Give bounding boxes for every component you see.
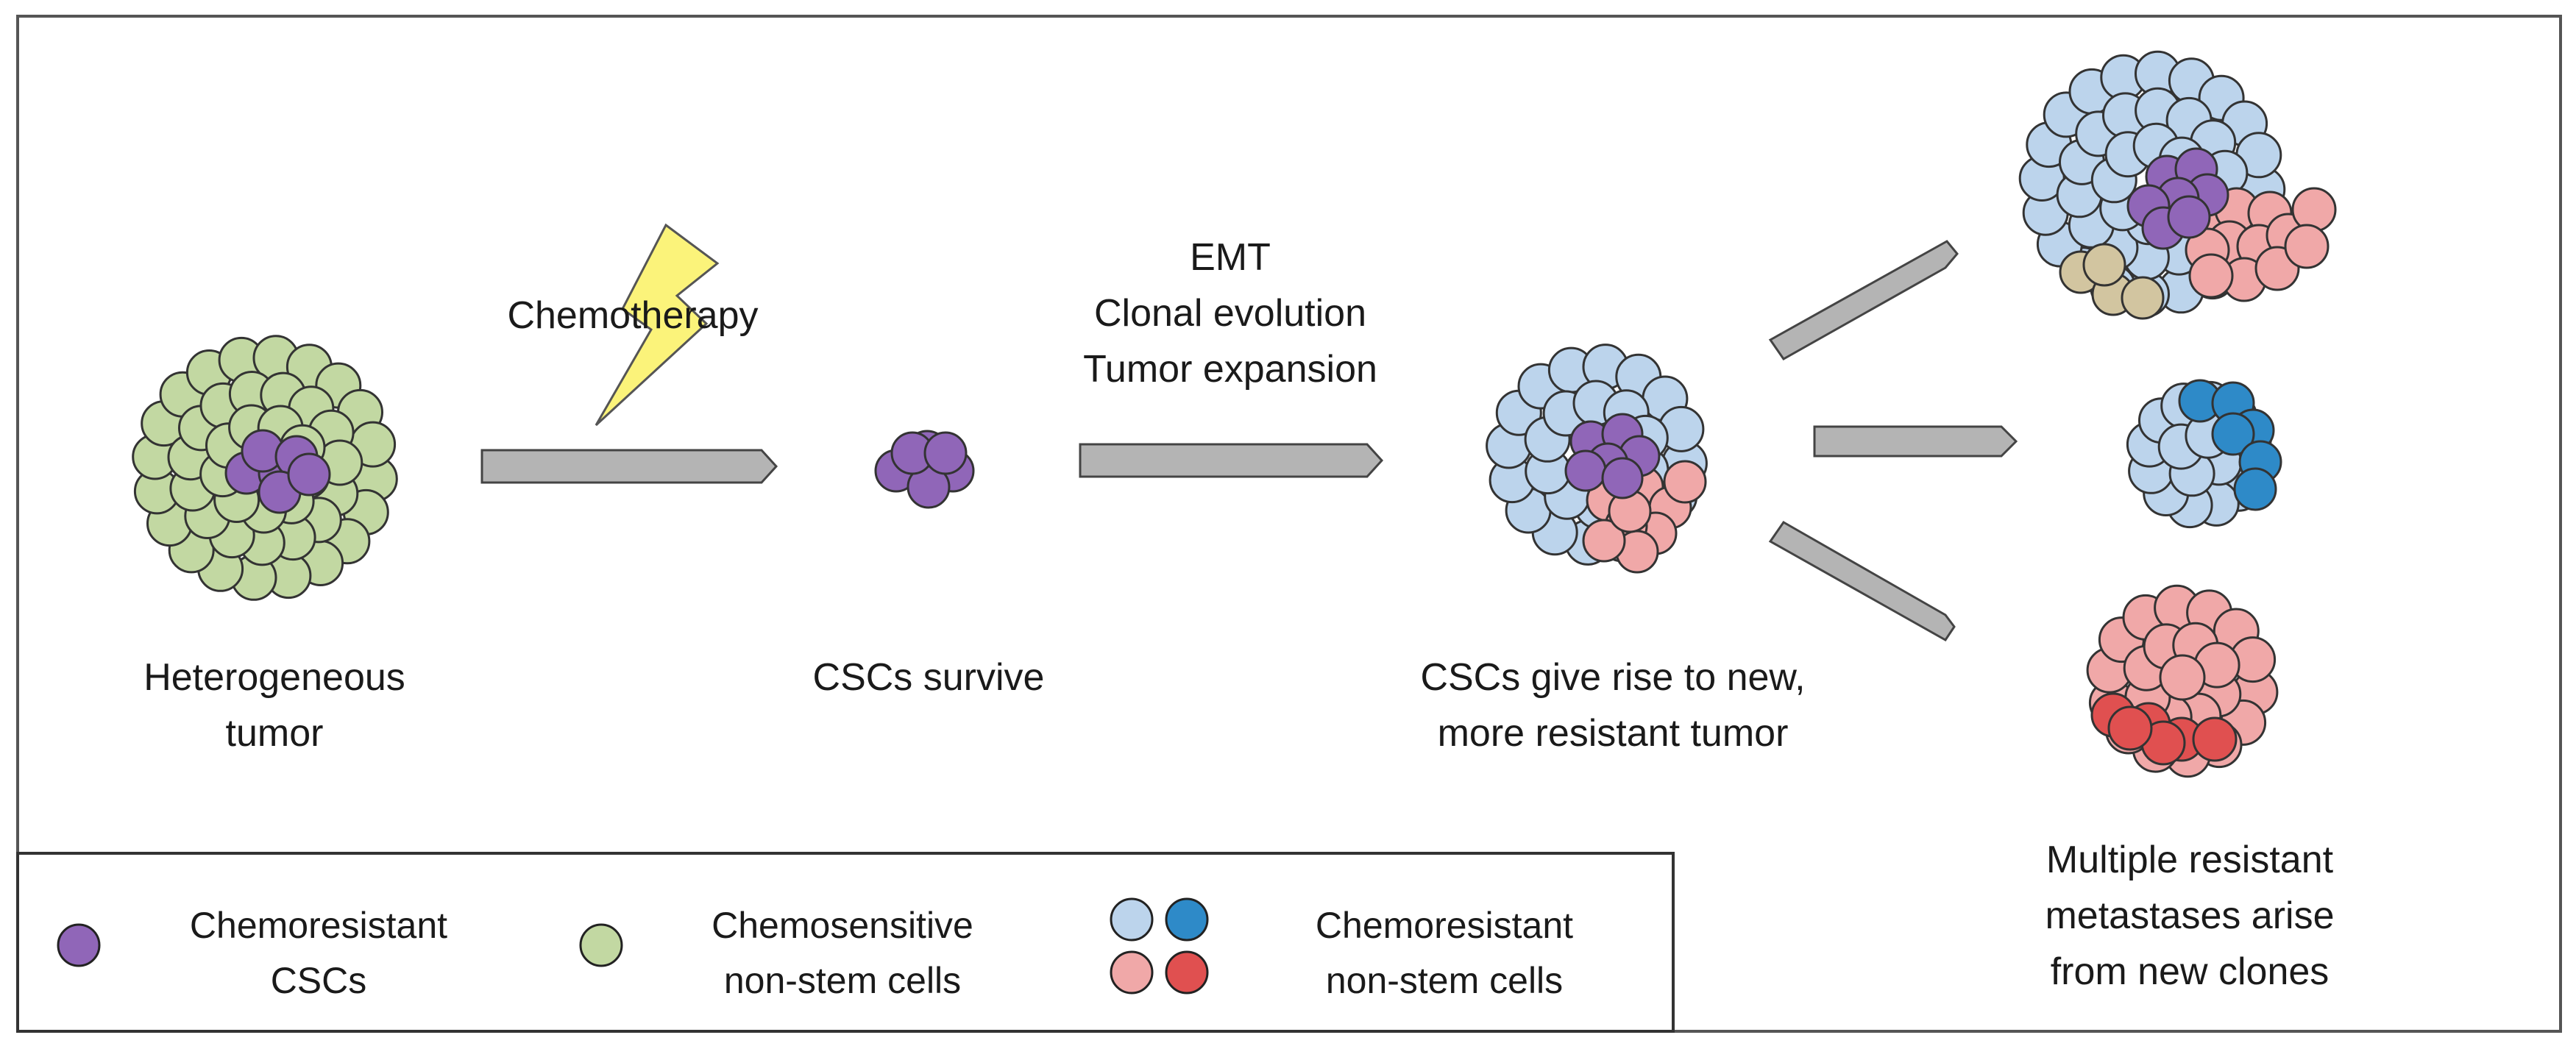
metastasis-cluster-blue bbox=[2126, 379, 2282, 529]
caption-metastases-1: Multiple resistant bbox=[2046, 839, 2334, 881]
pink-cell bbox=[2188, 253, 2234, 299]
dark-blue-cell bbox=[2233, 467, 2277, 511]
caption-heterogeneous-2: tumor bbox=[226, 712, 324, 755]
legend-chemosensitive-1: Chemosensitive bbox=[712, 905, 973, 946]
legend-chemoresistant-cscs-2: CSCs bbox=[271, 960, 367, 1001]
csc-cell bbox=[1564, 449, 1607, 492]
label-tumor-expansion: Tumor expansion bbox=[1083, 348, 1377, 391]
new-resistant-tumor-cluster bbox=[1486, 344, 1708, 574]
surviving-cscs-cluster bbox=[874, 430, 975, 509]
arrow-emt bbox=[1079, 443, 1384, 478]
label-chemotherapy: Chemotherapy bbox=[507, 294, 758, 337]
csc-cell bbox=[923, 431, 968, 475]
csc-cell bbox=[287, 452, 331, 497]
csc-cell bbox=[2167, 195, 2211, 239]
caption-cscs-survive: CSCs survive bbox=[813, 656, 1045, 699]
legend-swatch-pink bbox=[1110, 950, 1154, 995]
legend-box bbox=[16, 852, 1675, 1033]
arrow-meta-lower bbox=[1768, 521, 1956, 641]
legend-chemosensitive-2: non-stem cells bbox=[724, 960, 961, 1001]
legend-chemoresistant-nonstem-2: non-stem cells bbox=[1326, 960, 1563, 1001]
metastasis-cluster-mixed bbox=[2018, 50, 2337, 320]
red-cell bbox=[2192, 716, 2238, 762]
pink-cell bbox=[1582, 519, 1626, 563]
lightning-bolt-icon bbox=[595, 223, 720, 427]
label-clonal-evolution: Clonal evolution bbox=[1094, 292, 1366, 335]
legend-swatch-light-blue bbox=[1110, 897, 1154, 942]
caption-heterogeneous-1: Heterogeneous bbox=[143, 656, 405, 699]
red-cell bbox=[2107, 705, 2153, 751]
legend-swatch-red bbox=[1165, 950, 1209, 995]
legend-swatch-dark-blue bbox=[1165, 897, 1209, 942]
caption-new-tumor-1: CSCs give rise to new, bbox=[1420, 656, 1805, 699]
heterogeneous-tumor-cluster bbox=[132, 335, 398, 601]
pink-cell bbox=[2284, 224, 2330, 269]
arrow-meta-middle bbox=[1813, 425, 2018, 458]
legend-swatch-csc-purple bbox=[57, 923, 101, 967]
pink-cell bbox=[2291, 187, 2337, 232]
arrow-meta-upper bbox=[1768, 240, 1959, 360]
csc-cell bbox=[1601, 457, 1644, 499]
metastasis-cluster-red bbox=[2086, 584, 2279, 778]
arrow-chemotherapy bbox=[480, 449, 778, 484]
caption-new-tumor-2: more resistant tumor bbox=[1438, 712, 1789, 755]
pink-cell bbox=[1663, 460, 1707, 504]
tan-cell bbox=[2121, 276, 2165, 320]
pink-cell bbox=[2159, 654, 2206, 701]
tan-cell bbox=[2082, 243, 2126, 287]
caption-metastases-3: from new clones bbox=[2051, 950, 2330, 993]
legend-chemoresistant-nonstem-1: Chemoresistant bbox=[1316, 905, 1573, 946]
dark-blue-cell bbox=[2211, 412, 2255, 456]
legend-swatch-sensitive-green bbox=[579, 923, 623, 967]
legend-chemoresistant-cscs-1: Chemoresistant bbox=[190, 905, 447, 946]
label-emt: EMT bbox=[1190, 236, 1271, 279]
caption-metastases-2: metastases arise bbox=[2045, 894, 2334, 937]
